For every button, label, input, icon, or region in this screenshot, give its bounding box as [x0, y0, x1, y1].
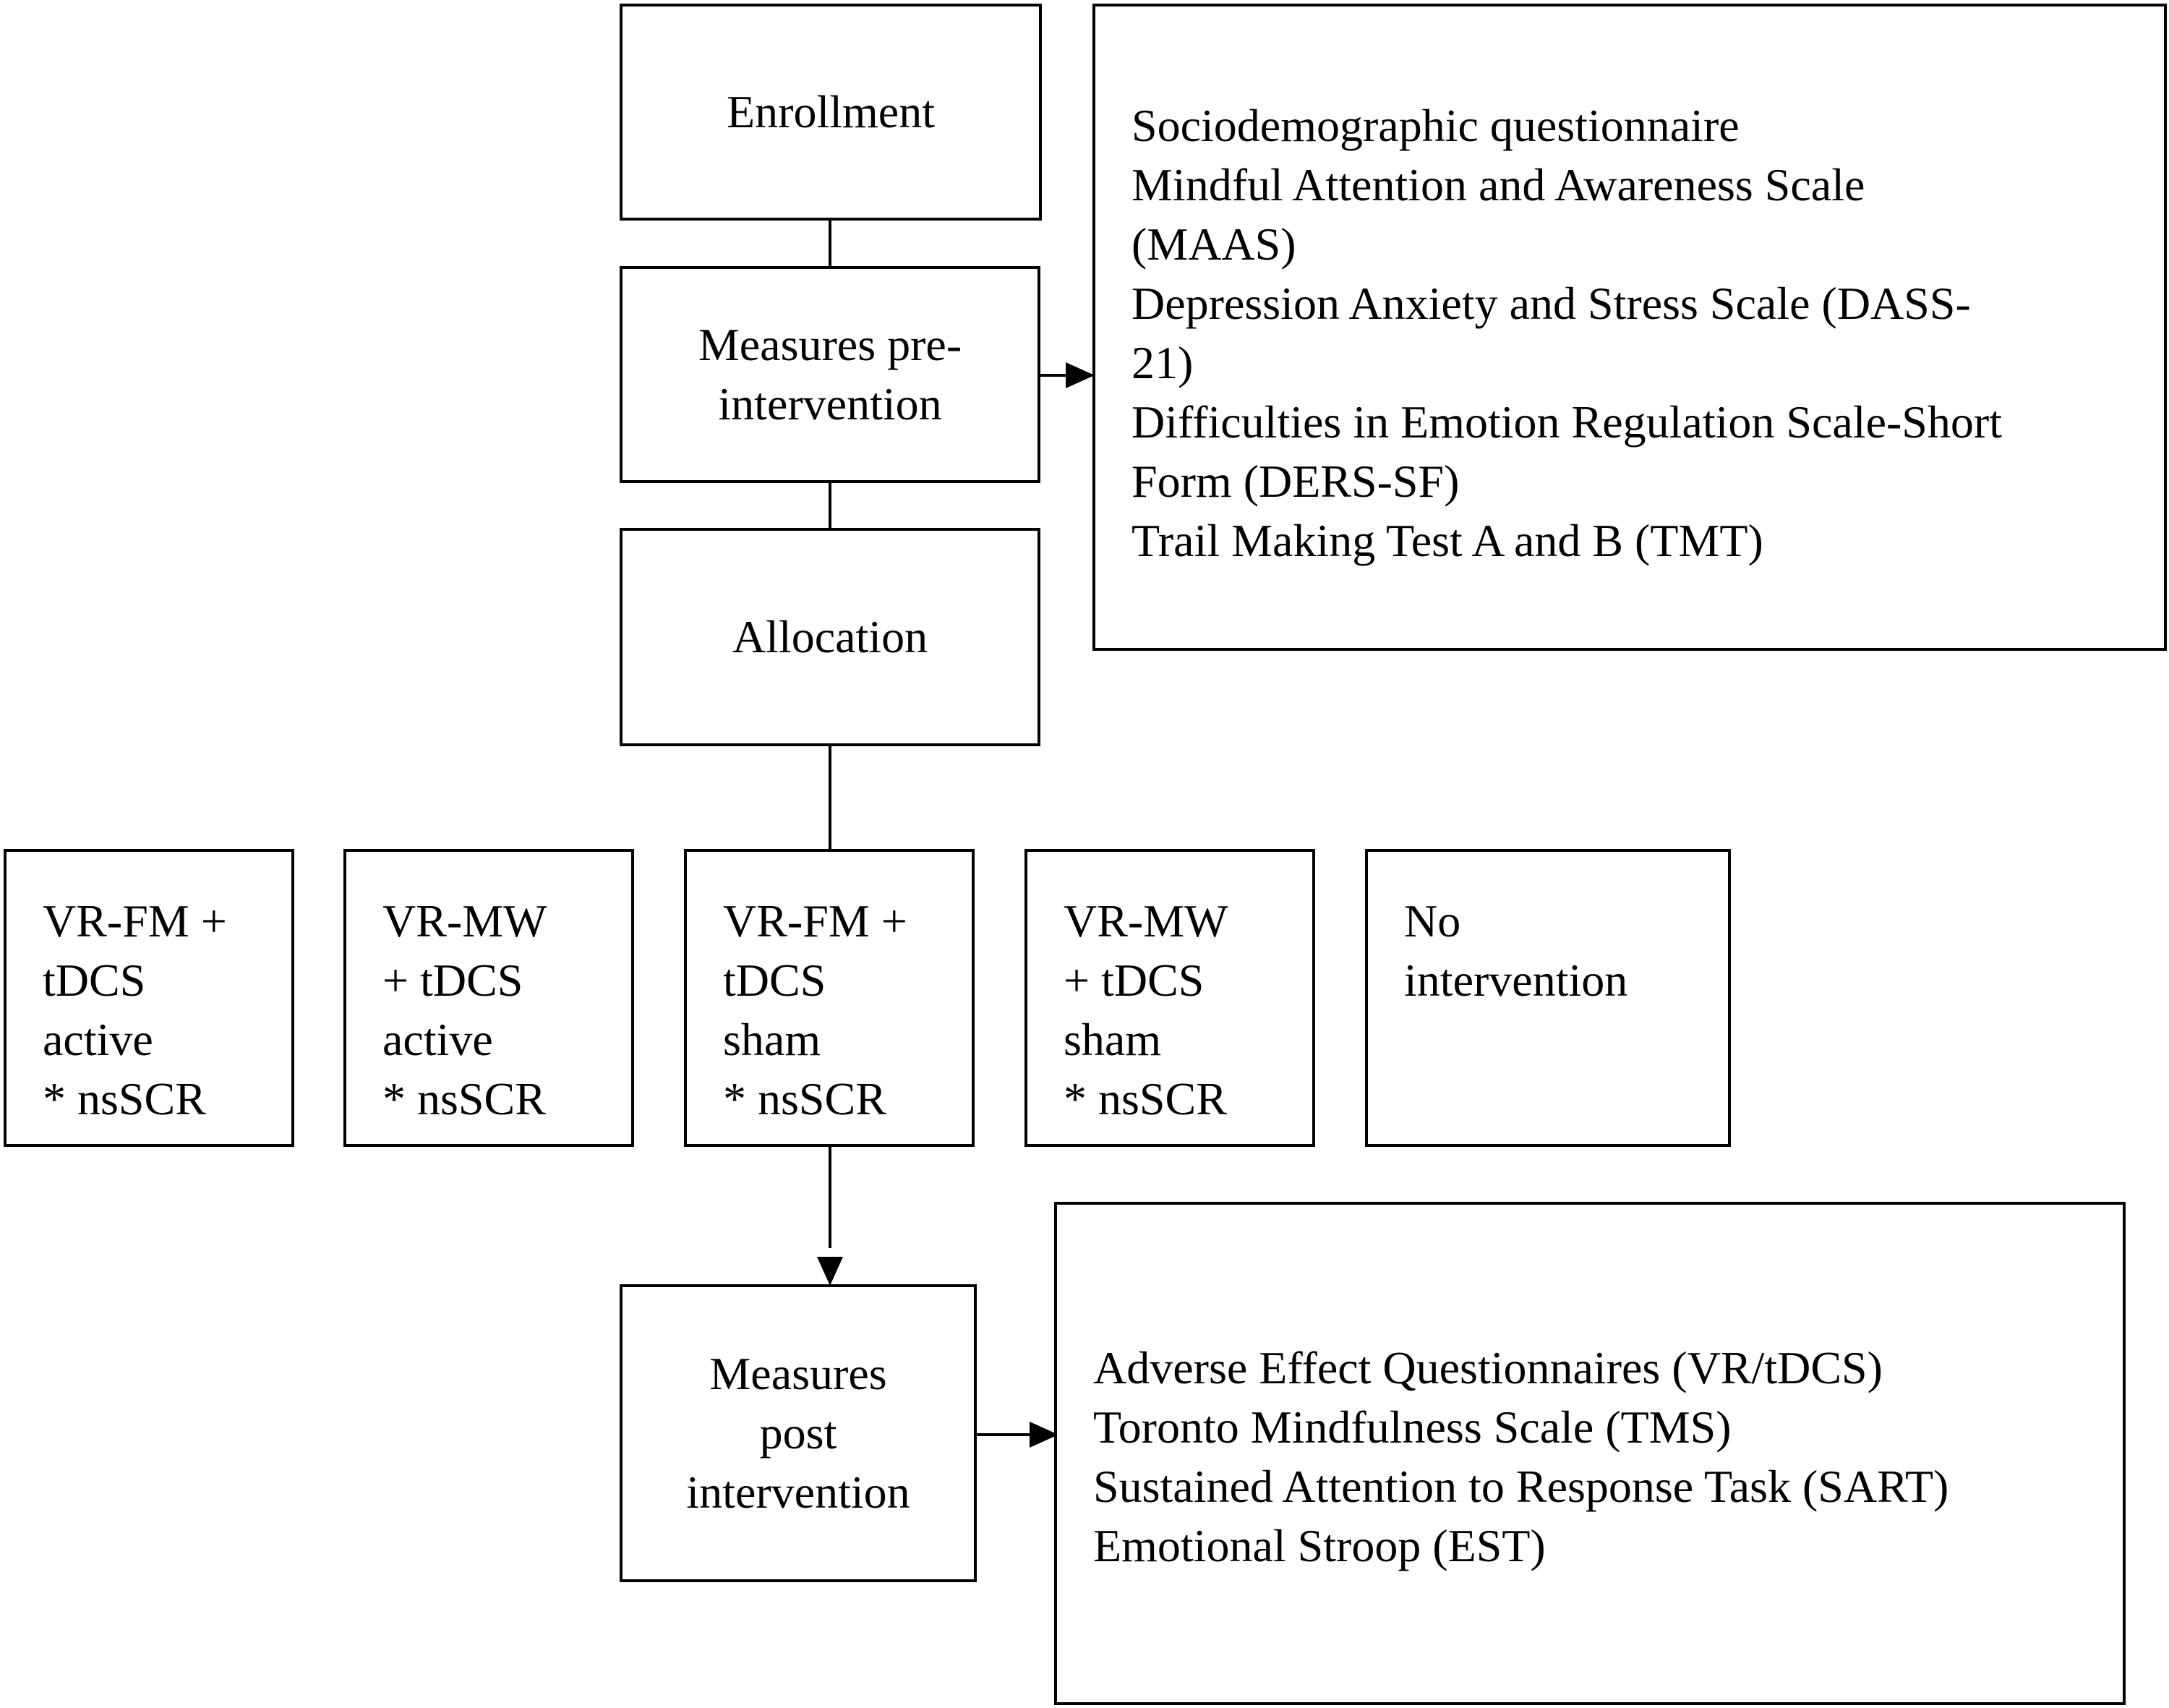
pre-intervention-label-line1: Measures pre- [698, 319, 962, 370]
group-line: + tDCS [1064, 955, 1205, 1006]
connector-enrollment-pre [829, 217, 831, 269]
pre-measure-item: Difficulties in Emotion Regulation Scale… [1131, 396, 2002, 448]
allocation-label: Allocation [732, 611, 928, 662]
post-intervention-label-line2: post [759, 1407, 837, 1459]
group-line: + tDCS [382, 955, 523, 1006]
pre-measure-item: Trail Making Test A and B (TMT) [1131, 515, 1763, 566]
post-measure-item: Adverse Effect Questionnaires (VR/tDCS) [1093, 1342, 1883, 1393]
pre-intervention-label-line2: intervention [718, 378, 942, 430]
group-box-no-intervention: No intervention [1365, 849, 1731, 1147]
group-line: sham [723, 1014, 821, 1065]
group-line: intervention [1404, 955, 1628, 1006]
enrollment-label: Enrollment [727, 86, 935, 137]
group-line: active [43, 1014, 153, 1065]
arrow-groups-to-post [817, 1257, 843, 1286]
post-measure-item: Toronto Mindfulness Scale (TMS) [1093, 1401, 1732, 1453]
post-intervention-box: Measures post intervention [620, 1284, 977, 1582]
connector-pre-to-list [1037, 374, 1092, 377]
post-measure-item: Sustained Attention to Response Task (SA… [1093, 1461, 1949, 1512]
pre-measures-list-box: Sociodemographic questionnaire Mindful A… [1092, 4, 2167, 651]
connector-groups-post [829, 1147, 831, 1248]
group-line: tDCS [723, 955, 826, 1006]
pre-intervention-box: Measures pre- intervention [620, 266, 1040, 483]
connector-post-to-list [975, 1433, 1053, 1436]
group-line: * nsSCR [1064, 1073, 1227, 1124]
group-line: No [1404, 895, 1461, 947]
connector-allocation-groups [829, 743, 831, 852]
pre-measure-item: 21) [1131, 337, 1194, 388]
pre-measure-item: Depression Anxiety and Stress Scale (DAS… [1131, 278, 1971, 329]
group-box-vr-mw-active: VR-MW + tDCS active * nsSCR [343, 849, 634, 1147]
group-line: VR-MW [1064, 895, 1228, 947]
group-box-vr-fm-active: VR-FM + tDCS active * nsSCR [4, 849, 294, 1147]
group-line: tDCS [43, 955, 146, 1006]
group-line: * nsSCR [43, 1073, 206, 1124]
post-measure-item: Emotional Stroop (EST) [1093, 1520, 1546, 1571]
group-line: VR-MW [382, 895, 547, 947]
post-intervention-label-line1: Measures [709, 1348, 887, 1399]
enrollment-box: Enrollment [620, 4, 1042, 221]
group-line: VR-FM + [43, 895, 227, 947]
group-line: * nsSCR [723, 1073, 886, 1124]
connector-pre-allocation [829, 480, 831, 531]
arrow-pre-to-list [1066, 362, 1095, 388]
group-line: VR-FM + [723, 895, 907, 947]
pre-measure-item: Sociodemographic questionnaire [1131, 100, 1740, 151]
group-box-vr-fm-sham: VR-FM + tDCS sham * nsSCR [684, 849, 975, 1147]
group-line: active [382, 1014, 493, 1065]
pre-measure-item: (MAAS) [1131, 218, 1296, 270]
pre-measure-item: Form (DERS-SF) [1131, 456, 1460, 507]
arrow-post-to-list [1030, 1422, 1058, 1448]
post-intervention-label-line3: intervention [686, 1466, 910, 1518]
group-line: * nsSCR [382, 1073, 546, 1124]
group-line: sham [1064, 1014, 1162, 1065]
pre-measure-item: Mindful Attention and Awareness Scale [1131, 159, 1865, 210]
post-measures-list-box: Adverse Effect Questionnaires (VR/tDCS) … [1054, 1202, 2126, 1705]
allocation-box: Allocation [620, 528, 1040, 746]
group-box-vr-mw-sham: VR-MW + tDCS sham * nsSCR [1024, 849, 1315, 1147]
